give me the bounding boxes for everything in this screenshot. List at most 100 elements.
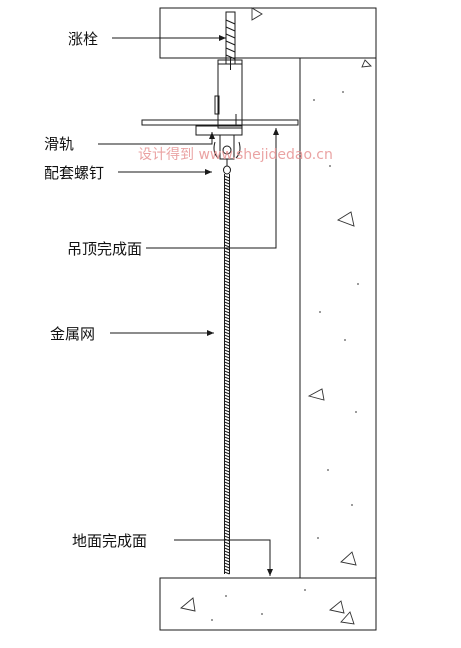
mesh-link	[224, 319, 230, 323]
mesh-link	[224, 391, 230, 395]
mesh-link	[224, 550, 230, 554]
mesh-link	[224, 526, 230, 530]
mesh-link	[224, 385, 230, 389]
mesh-link	[224, 223, 230, 227]
mesh-link	[224, 469, 230, 473]
mesh-link	[224, 541, 230, 545]
mesh-link	[224, 388, 230, 392]
mesh-link	[224, 382, 230, 386]
mesh-link	[224, 328, 230, 332]
hanger-bracket	[214, 59, 243, 129]
mesh-link	[224, 370, 230, 374]
mesh-link	[224, 220, 230, 224]
mesh-link	[224, 493, 230, 497]
mesh-link	[224, 478, 230, 482]
mesh-link	[224, 403, 230, 407]
label-anchor-bolt: 涨栓	[68, 30, 98, 48]
mesh-link	[224, 226, 230, 230]
mesh-link	[224, 214, 230, 218]
mesh-link	[224, 256, 230, 260]
mesh-link	[224, 571, 230, 575]
mesh-link	[224, 295, 230, 299]
mesh-link	[224, 334, 230, 338]
leader-lines	[98, 35, 279, 576]
mesh-link	[224, 460, 230, 464]
mesh-link	[224, 559, 230, 563]
mesh-link	[224, 463, 230, 467]
mesh-link	[224, 346, 230, 350]
mesh-link	[224, 442, 230, 446]
mesh-link	[224, 349, 230, 353]
mesh-link	[224, 283, 230, 287]
mesh-link	[224, 340, 230, 344]
mesh-link	[224, 229, 230, 233]
mesh-link	[224, 355, 230, 359]
mesh-link	[224, 361, 230, 365]
mesh-link	[224, 190, 230, 194]
mesh-link	[224, 199, 230, 203]
mesh-link	[224, 517, 230, 521]
mesh-link	[224, 505, 230, 509]
mesh-link	[224, 331, 230, 335]
mesh-link	[224, 322, 230, 326]
mesh-link	[224, 307, 230, 311]
mesh-link	[224, 451, 230, 455]
mesh-link	[224, 568, 230, 572]
mesh-link	[224, 175, 230, 179]
mesh-link	[224, 565, 230, 569]
mesh-link	[224, 508, 230, 512]
mesh-link	[224, 547, 230, 551]
mesh-link	[224, 502, 230, 506]
mesh-link	[224, 304, 230, 308]
mesh-link	[224, 364, 230, 368]
mesh-link	[224, 178, 230, 182]
mesh-link	[224, 289, 230, 293]
mesh-link	[224, 238, 230, 242]
mesh-link	[224, 529, 230, 533]
mesh-link	[224, 235, 230, 239]
mesh-link	[224, 310, 230, 314]
mesh-link	[224, 520, 230, 524]
mesh-link	[224, 487, 230, 491]
mesh-link	[224, 475, 230, 479]
mesh-link	[224, 448, 230, 452]
mesh-link	[224, 301, 230, 305]
mesh-link	[224, 187, 230, 191]
mesh-link	[224, 241, 230, 245]
mesh-link	[224, 277, 230, 281]
label-ceiling-finish: 吊顶完成面	[67, 240, 142, 258]
label-floor-finish: 地面完成面	[72, 532, 147, 550]
mesh-link	[224, 202, 230, 206]
mesh-link	[224, 400, 230, 404]
mesh-link	[224, 445, 230, 449]
mesh-link	[224, 373, 230, 377]
mesh-link	[224, 265, 230, 269]
mesh-link	[224, 544, 230, 548]
slide-rail	[195, 125, 243, 136]
mesh-link	[224, 433, 230, 437]
mesh-link	[224, 184, 230, 188]
mesh-link	[224, 376, 230, 380]
mesh-link	[224, 415, 230, 419]
mesh-link	[224, 379, 230, 383]
mesh-link	[224, 217, 230, 221]
mesh-link	[224, 250, 230, 254]
mesh-link	[224, 496, 230, 500]
mesh-link	[224, 196, 230, 200]
label-slide-rail: 滑轨	[44, 135, 74, 153]
mesh-link	[224, 271, 230, 275]
label-screws: 配套螺钉	[44, 164, 104, 182]
mesh-link	[224, 337, 230, 341]
mesh-link	[224, 259, 230, 263]
mesh-link	[224, 406, 230, 410]
mesh-link	[224, 418, 230, 422]
mesh-link	[224, 181, 230, 185]
mesh-link	[224, 298, 230, 302]
mesh-link	[224, 535, 230, 539]
rail-carrier	[213, 134, 241, 175]
mesh-link	[224, 409, 230, 413]
label-metal-mesh: 金属网	[50, 325, 95, 343]
mesh-link	[224, 397, 230, 401]
mesh-link	[224, 490, 230, 494]
